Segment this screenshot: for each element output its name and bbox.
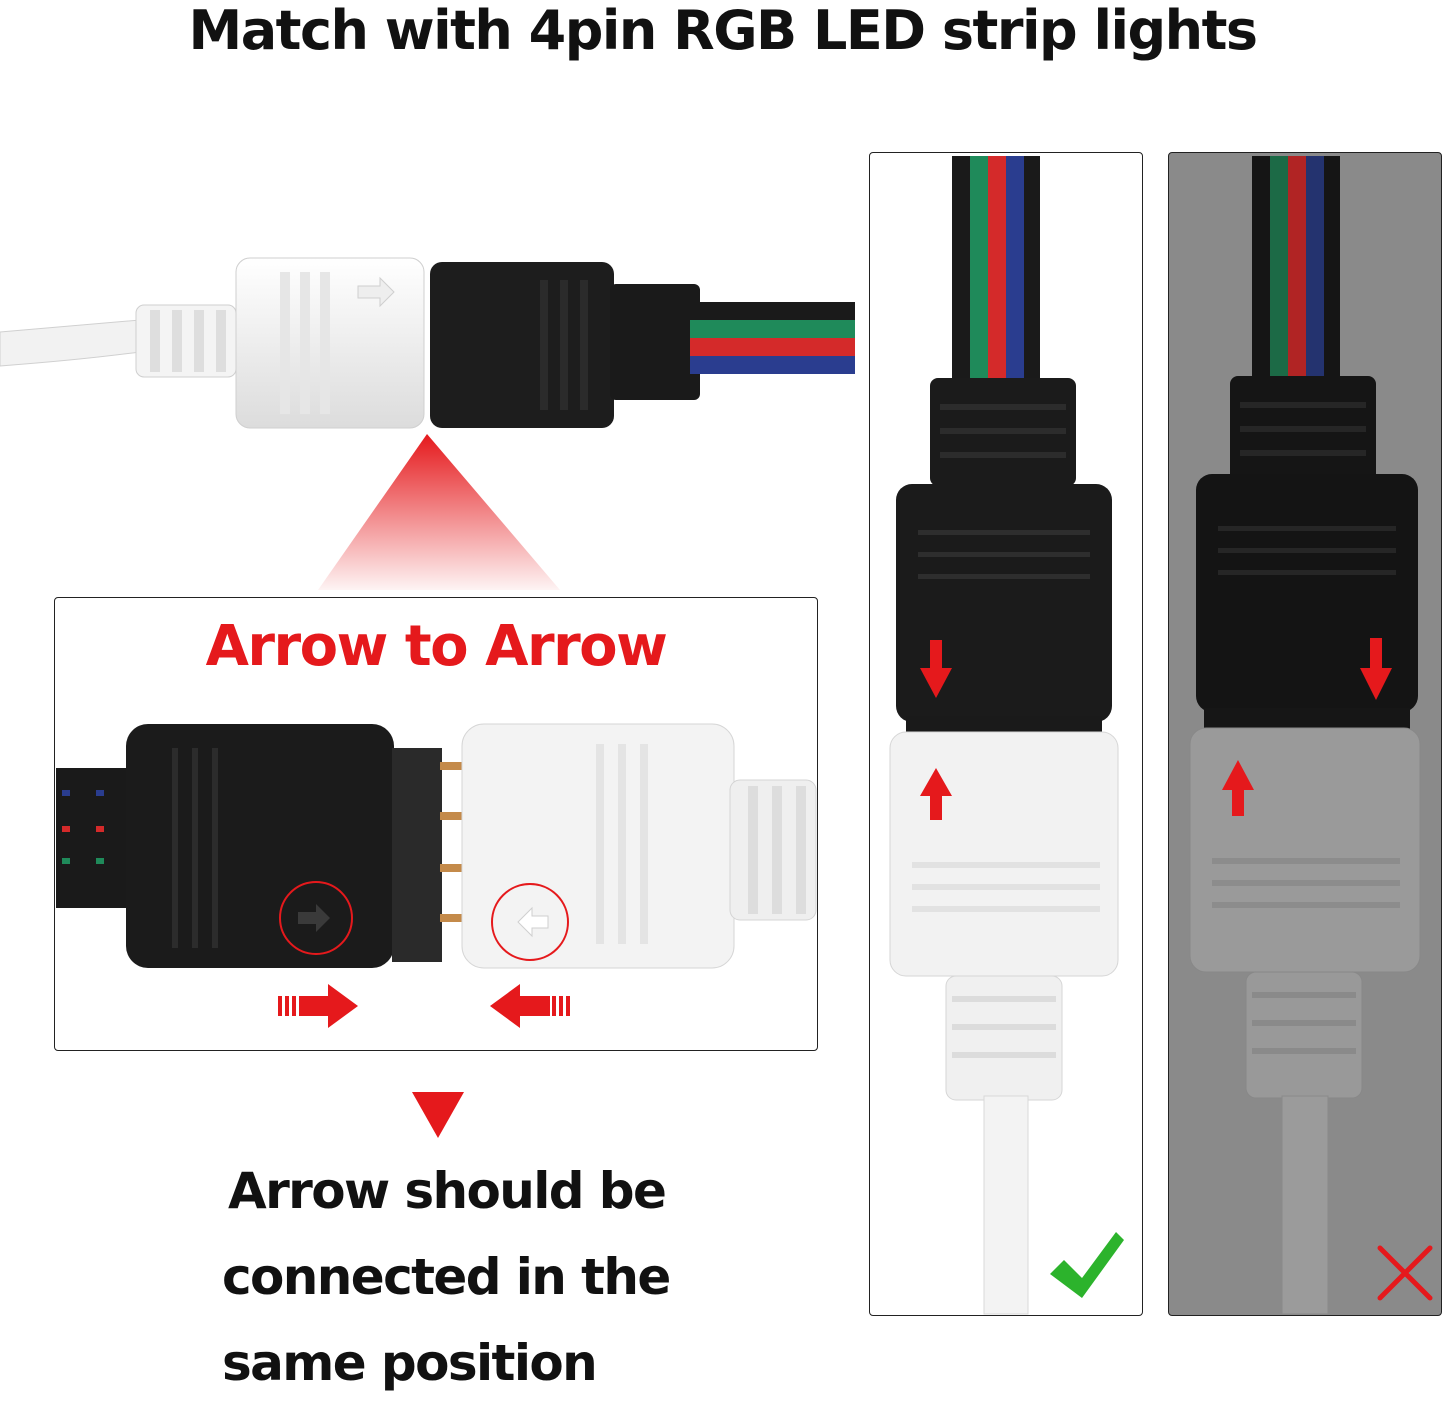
black-strain-relief: [610, 284, 700, 400]
black-plug-arrow-icon: [298, 904, 330, 932]
wrong-white-plug: [1189, 727, 1421, 973]
white-strain-relief: [135, 304, 237, 378]
wrong-black-arrow-icon: [1360, 638, 1392, 700]
note-line-3: same position: [222, 1334, 598, 1392]
correct-white-arrow-icon: [920, 768, 952, 820]
connector-pins: [440, 762, 462, 922]
push-left-arrow-icon: [490, 984, 570, 1028]
instruction-note: Arrow should be connected in the same po…: [222, 1148, 692, 1406]
cross-icon: [1377, 1245, 1433, 1301]
spotlight-cone: [318, 434, 560, 590]
wrong-white-arrow-icon: [1222, 760, 1254, 816]
white-plug-arrow-marker: [491, 883, 569, 961]
note-line-2: connected in the: [222, 1248, 671, 1306]
correct-black-arrow-icon: [920, 640, 952, 698]
wrong-black-plug: [1196, 474, 1418, 712]
push-right-arrow-icon: [278, 984, 358, 1028]
white-plug-arrow-icon: [357, 276, 395, 308]
correct-black-plug: [896, 484, 1112, 722]
rgb-wires: [690, 302, 855, 374]
note-line-1: Arrow should be: [228, 1162, 667, 1220]
down-triangle-icon: [412, 1092, 464, 1138]
callout-title: Arrow to Arrow: [205, 614, 668, 679]
black-plug-arrow-marker: [279, 881, 353, 955]
check-icon: [1050, 1232, 1124, 1298]
white-plug-arrow-icon-2: [517, 906, 549, 938]
page-title: Match with 4pin RGB LED strip lights: [188, 0, 1258, 62]
